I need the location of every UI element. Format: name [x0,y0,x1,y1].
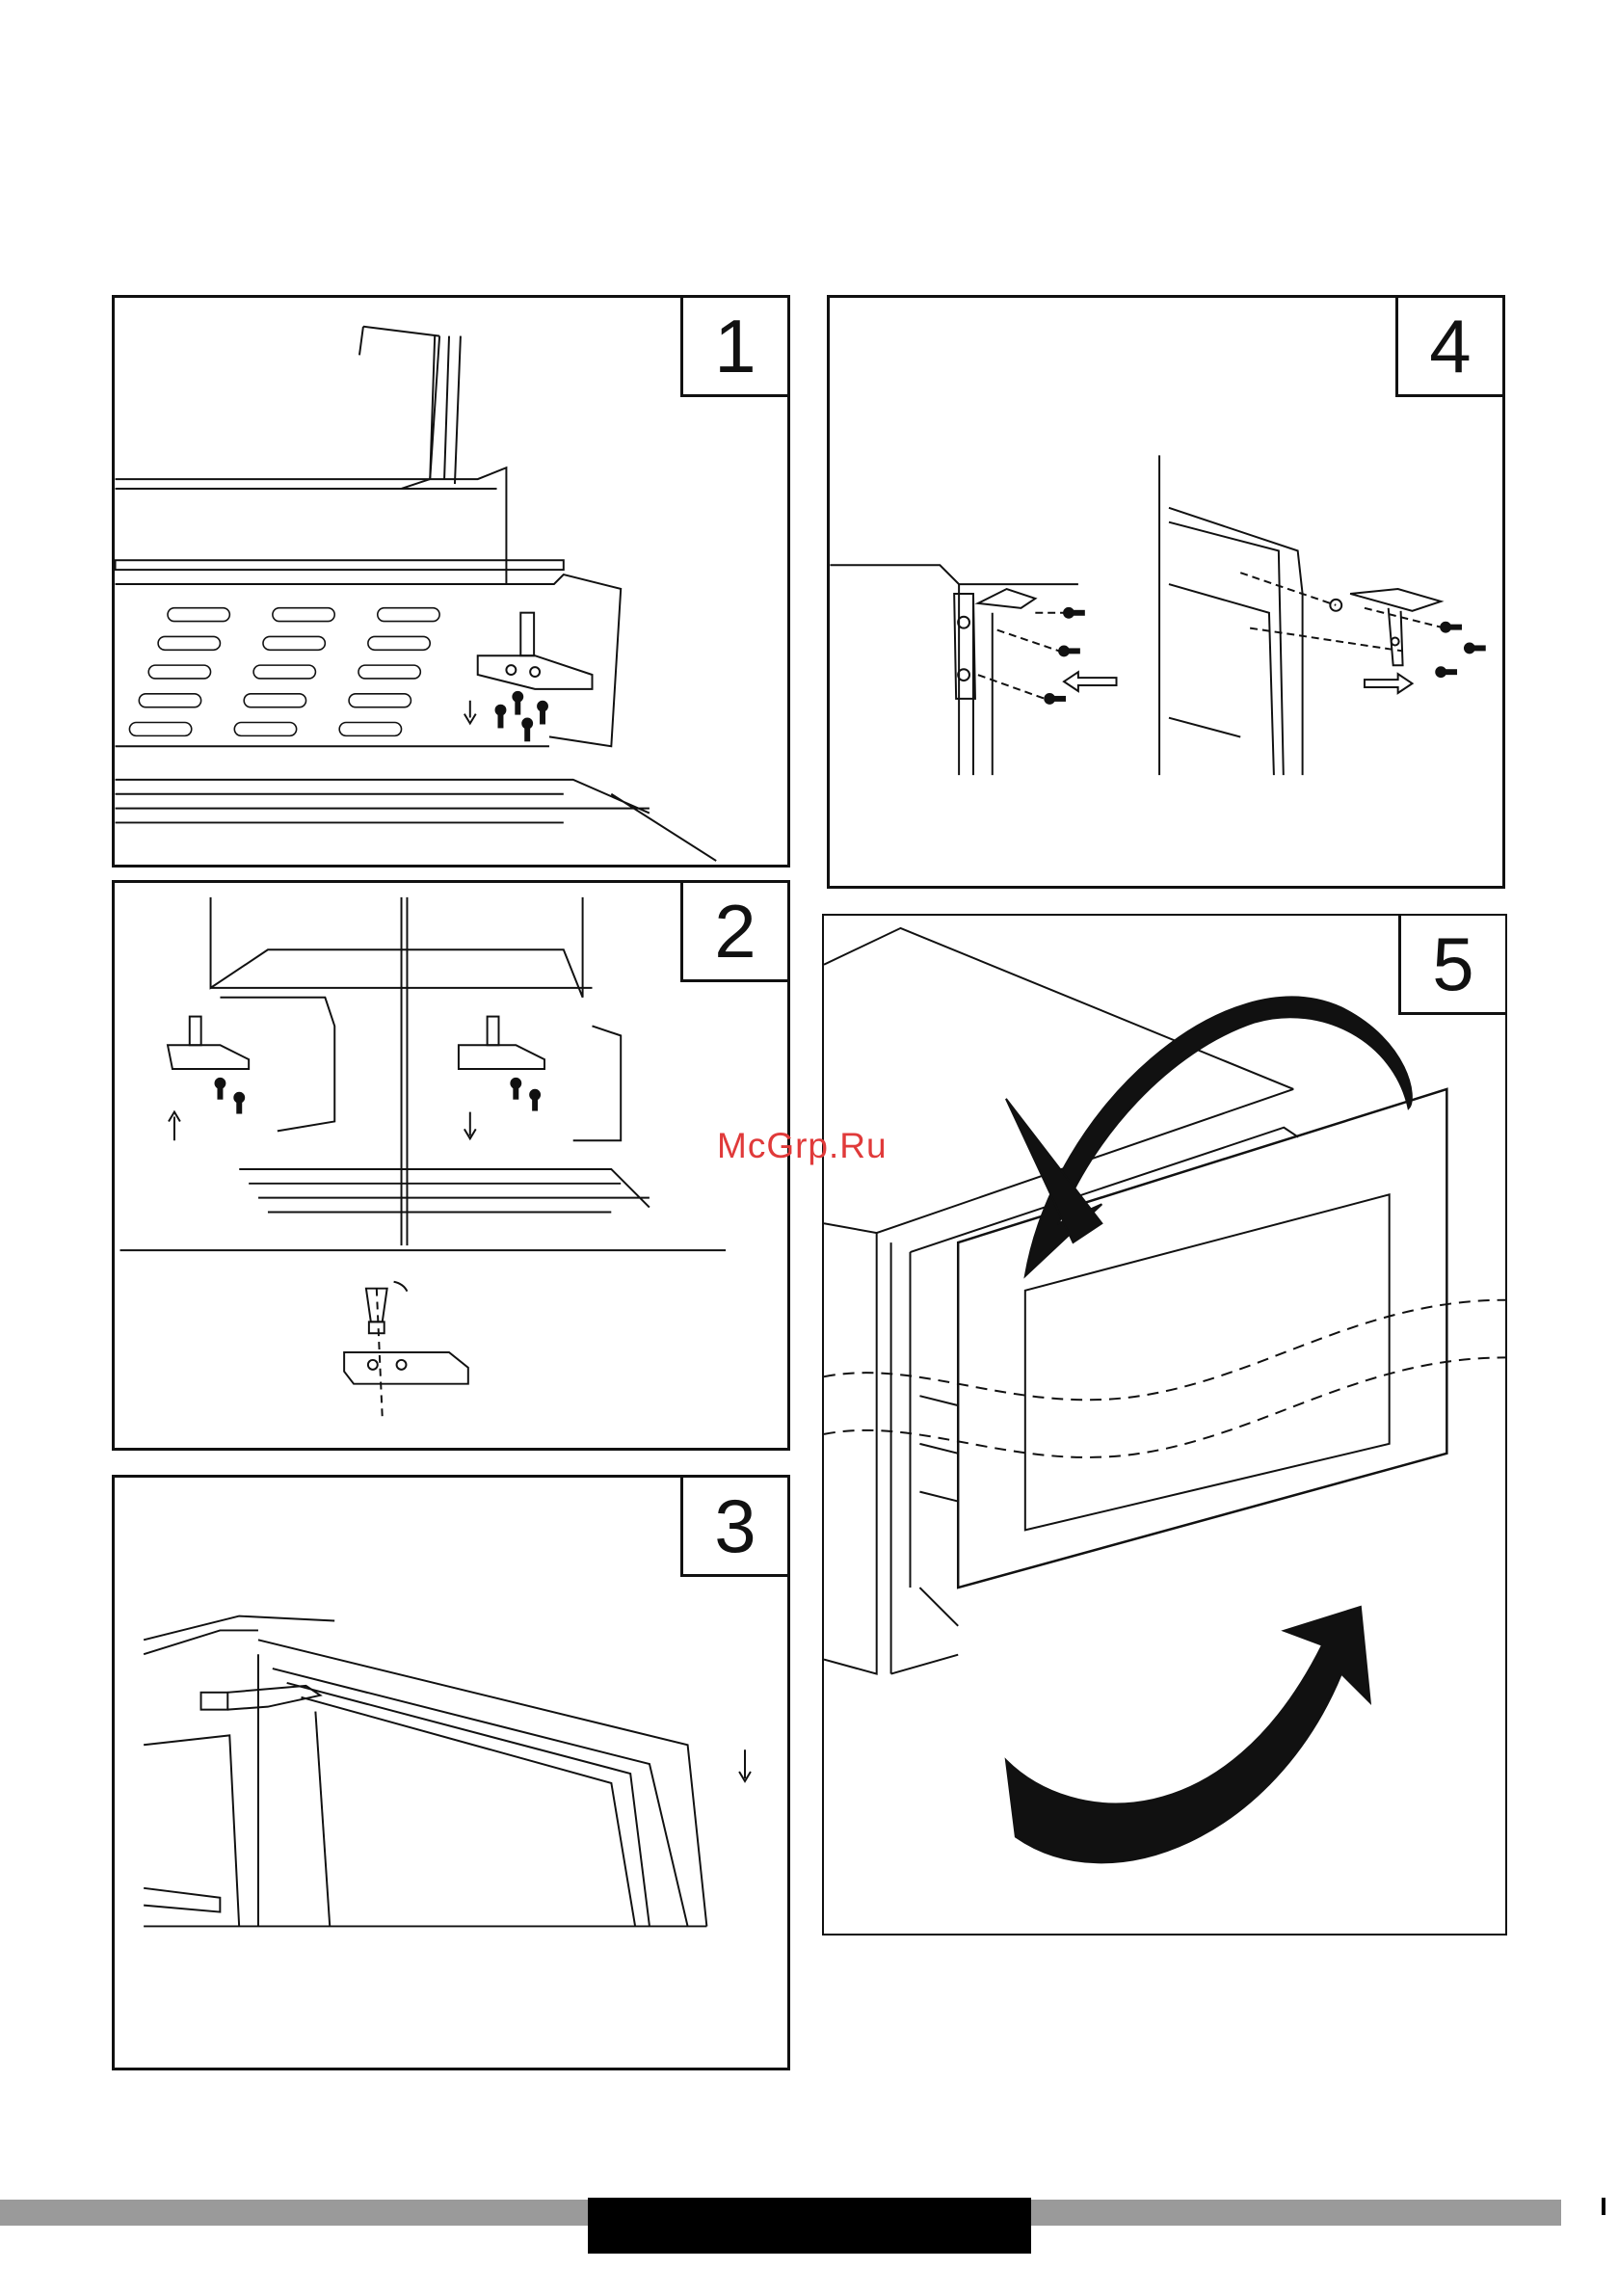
step-2-panel: 2 [112,880,790,1451]
step-number: 2 [680,883,787,982]
footer-tick [1602,2198,1605,2215]
footer-block [588,2198,1031,2254]
step-1-panel: 1 [112,295,790,868]
watermark: McGrp.Ru [717,1126,888,1166]
step-number: 5 [1398,916,1505,1015]
door-reversal-illustration [824,916,1505,1934]
step-5-panel: 5 [822,914,1507,1936]
step-number: 3 [680,1478,787,1577]
step-3-panel: 3 [112,1475,790,2070]
step-number: 4 [1395,298,1502,397]
step-number: 1 [680,298,787,397]
step-4-panel: 4 [827,295,1505,889]
